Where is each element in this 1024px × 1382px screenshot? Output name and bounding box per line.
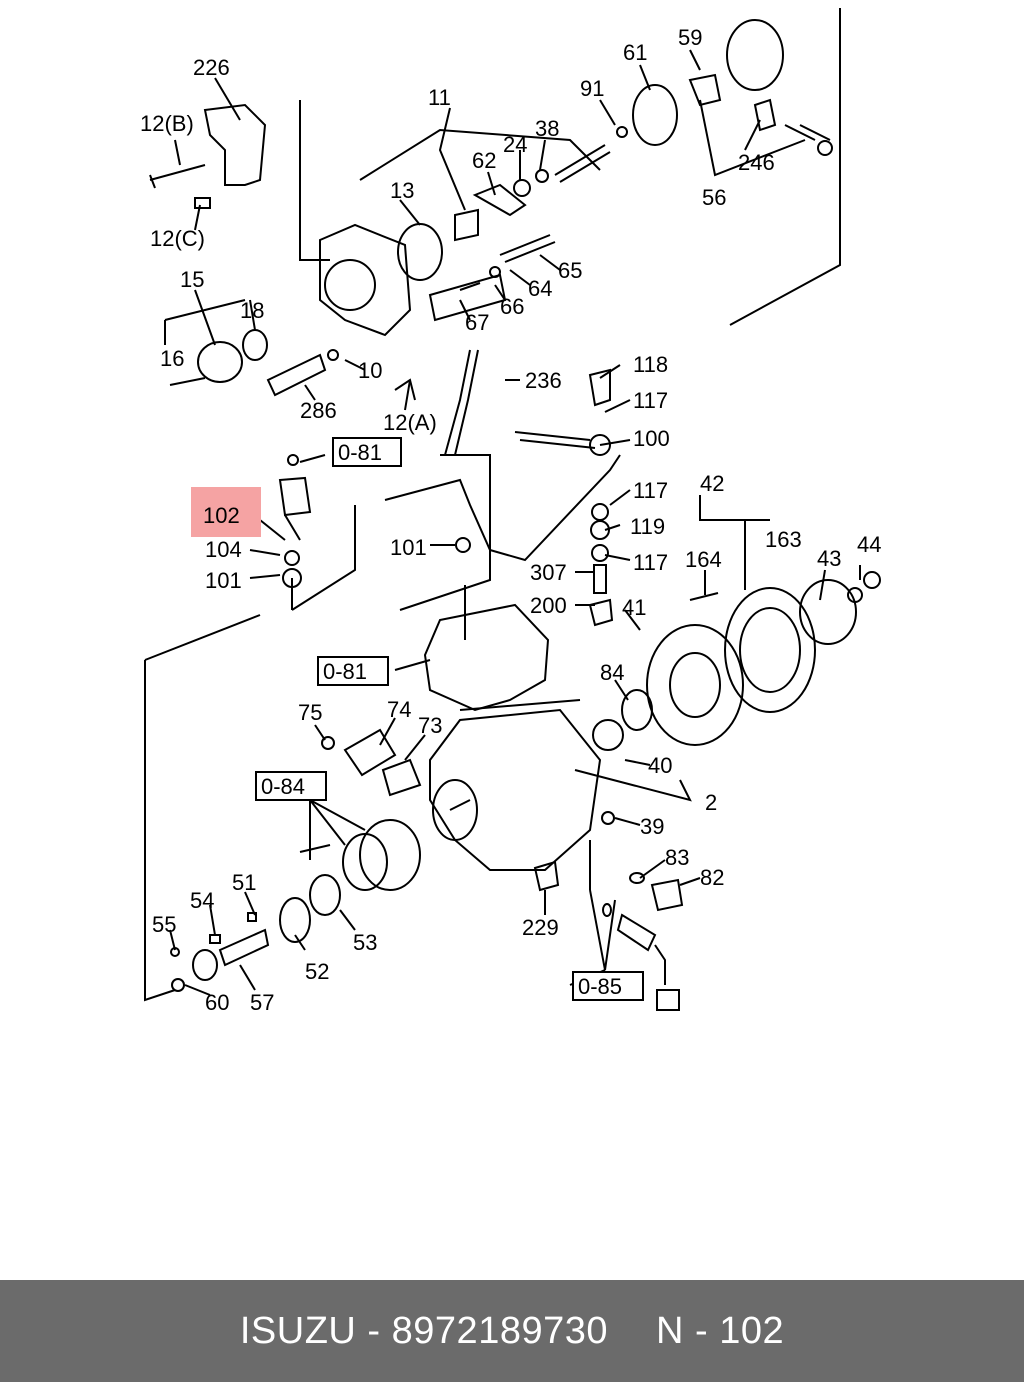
label-41: 41 xyxy=(622,595,646,620)
label-57: 57 xyxy=(250,990,274,1015)
label-117-a: 117 xyxy=(633,388,668,413)
label-42: 42 xyxy=(700,471,724,496)
label-73: 73 xyxy=(418,713,442,738)
label-102: 102 xyxy=(203,503,240,528)
label-66: 66 xyxy=(500,294,524,319)
label-62: 62 xyxy=(472,148,496,173)
part-labels: 226 12(B) 12(C) 11 13 62 24 38 91 61 59 … xyxy=(140,25,881,1015)
label-12a: 12(A) xyxy=(383,410,437,435)
label-18: 18 xyxy=(240,298,264,323)
exploded-parts-diagram: 226 12(B) 12(C) 11 13 62 24 38 91 61 59 … xyxy=(140,8,882,1015)
label-59: 59 xyxy=(678,25,702,50)
label-24: 24 xyxy=(503,132,527,157)
label-43: 43 xyxy=(817,546,841,571)
label-39: 39 xyxy=(640,814,664,839)
leader-lines xyxy=(144,8,861,1002)
ref-prefix: N - xyxy=(656,1309,720,1352)
label-164: 164 xyxy=(685,547,722,572)
label-226: 226 xyxy=(193,55,230,80)
label-118: 118 xyxy=(633,352,668,377)
label-101-a: 101 xyxy=(205,568,242,593)
label-100: 100 xyxy=(633,426,670,451)
label-13: 13 xyxy=(390,178,414,203)
label-67: 67 xyxy=(465,310,489,335)
label-200: 200 xyxy=(530,593,567,618)
label-15: 15 xyxy=(180,267,204,292)
label-40: 40 xyxy=(648,753,672,778)
label-0-81-b: 0-81 xyxy=(323,659,367,684)
label-44: 44 xyxy=(857,532,881,557)
label-119: 119 xyxy=(630,514,665,539)
label-236: 236 xyxy=(525,368,562,393)
label-0-84: 0-84 xyxy=(261,774,305,799)
label-0-81-a: 0-81 xyxy=(338,440,382,465)
part-outlines xyxy=(149,19,881,1011)
part-number: 8972189730 xyxy=(391,1309,608,1352)
label-104: 104 xyxy=(205,537,242,562)
label-307: 307 xyxy=(530,560,567,585)
label-64: 64 xyxy=(528,276,552,301)
label-246: 246 xyxy=(738,150,775,175)
label-12c: 12(C) xyxy=(150,226,205,251)
label-12b: 12(B) xyxy=(140,111,194,136)
label-75: 75 xyxy=(298,700,322,725)
label-286: 286 xyxy=(300,398,337,423)
label-84: 84 xyxy=(600,660,624,685)
separator: - xyxy=(356,1309,392,1352)
label-11: 11 xyxy=(428,85,451,110)
label-0-85: 0-85 xyxy=(578,974,622,999)
label-16: 16 xyxy=(160,346,184,371)
label-53: 53 xyxy=(353,930,377,955)
label-117-c: 117 xyxy=(633,550,668,575)
label-38: 38 xyxy=(535,116,559,141)
label-frames xyxy=(255,437,644,1001)
label-55: 55 xyxy=(152,912,176,937)
part-info-footer: ISUZU - 8972189730 N - 102 xyxy=(0,1280,1024,1382)
label-54: 54 xyxy=(190,888,214,913)
label-101-b: 101 xyxy=(390,535,427,560)
label-91: 91 xyxy=(580,76,604,101)
brand-name: ISUZU xyxy=(239,1309,357,1352)
ref-number: 102 xyxy=(719,1309,785,1352)
label-52: 52 xyxy=(305,959,329,984)
label-65: 65 xyxy=(558,258,582,283)
label-117-b: 117 xyxy=(633,478,668,503)
label-82: 82 xyxy=(700,865,724,890)
label-56: 56 xyxy=(702,185,726,210)
label-83: 83 xyxy=(665,845,689,870)
label-229: 229 xyxy=(522,915,559,940)
label-60: 60 xyxy=(205,990,229,1015)
label-10: 10 xyxy=(358,358,382,383)
highlight-box-102 xyxy=(191,487,261,537)
label-74: 74 xyxy=(387,697,411,722)
label-51: 51 xyxy=(232,870,256,895)
label-61: 61 xyxy=(623,40,647,65)
diagram-canvas: 226 12(B) 12(C) 11 13 62 24 38 91 61 59 … xyxy=(140,8,881,1015)
label-163: 163 xyxy=(765,527,802,552)
label-2: 2 xyxy=(705,790,717,815)
